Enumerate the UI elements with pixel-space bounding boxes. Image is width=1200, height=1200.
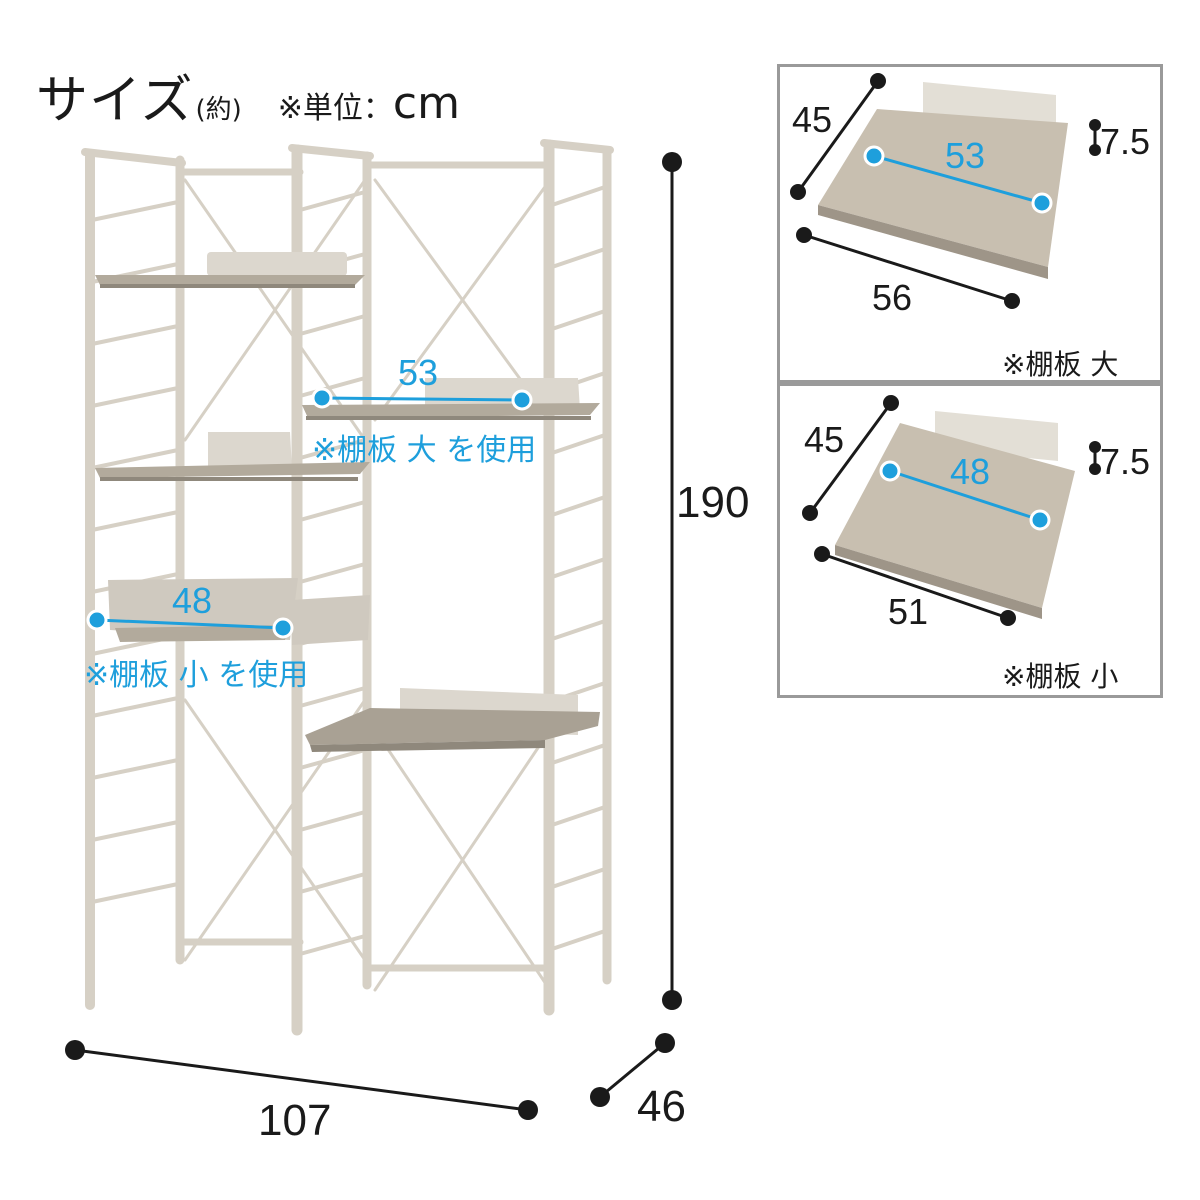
ladder-rung [299,500,366,522]
shelf-top-left [95,252,365,288]
ladder-rung [299,810,366,832]
large-shelf-illustration [790,73,1101,309]
inner-dimension-dots [86,387,533,639]
ladder-rung [299,190,366,212]
dimension-lines [74,162,674,1112]
ladder-rung [91,696,179,718]
panel-small-shelf: 45 7.5 48 51 ※棚板 小 [777,380,1163,698]
ladder-rung [299,438,366,460]
ladder-rung [91,200,179,222]
title-paren: (約) [195,95,242,125]
depth-label: 46 [637,1082,686,1131]
ladder-rung [551,433,606,455]
ladder-rung [91,324,179,346]
inner-dimension-lines [96,396,523,630]
title-text: サイズ [36,71,194,131]
dimension-dots [65,152,682,1120]
ladder-rung [299,314,366,336]
small-note: ※棚板 小 を使用 [84,658,309,693]
ladder-rung [551,309,606,331]
ladder-rung [91,448,179,470]
shelf-bottom-right [305,688,600,752]
small-inner-width-label: 48 [950,451,991,492]
ladder-rungs [91,185,606,956]
large-note: ※棚板 大 を使用 [312,433,537,468]
ladder-rung [551,247,606,269]
shelf-mid-left [95,432,370,481]
ladder-rung [551,557,606,579]
unit-label: ※単位： [277,91,393,126]
large-outer-width-label: 56 [872,277,913,318]
ladder-rung [299,872,366,894]
page-title: サイズ(約) ※単位：cm [36,58,460,133]
ladder-rung [551,495,606,517]
unit-value: cm [392,78,460,129]
small-width-label: 48 [172,580,213,621]
small-depth-label: 45 [804,419,845,460]
small-caption: ※棚板 小 [1002,660,1119,693]
ladder-rung [91,882,179,904]
ladder-rung [551,805,606,827]
ladder-rung [91,820,179,842]
ladder-rung [299,934,366,956]
ladder-rung [299,748,366,770]
small-lip-label: 7.5 [1100,441,1151,482]
rack-frame [81,139,614,1036]
large-depth-label: 45 [792,99,833,140]
panel-large-shelf: 45 7.5 53 56 ※棚板 大 [777,64,1163,386]
ladder-rung [91,758,179,780]
width-label: 107 [258,1096,332,1145]
ladder-rung [299,686,366,708]
ladder-rung [91,386,179,408]
small-outer-width-label: 51 [888,591,929,632]
shelf-small-left [108,578,370,645]
ladder-rung [551,867,606,889]
ladder-rung [551,185,606,207]
ladder-rung [551,929,606,951]
ladder-rung [91,510,179,532]
large-caption: ※棚板 大 [1002,348,1119,381]
ladder-rung [551,743,606,765]
ladder-rung [551,619,606,641]
height-label: 190 [676,478,750,527]
ladder-rung [299,562,366,584]
large-width-label: 53 [398,352,439,393]
large-lip-label: 7.5 [1100,121,1151,162]
ladder-rung [299,376,366,398]
small-shelf-illustration [802,395,1101,626]
large-inner-width-label: 53 [945,135,986,176]
